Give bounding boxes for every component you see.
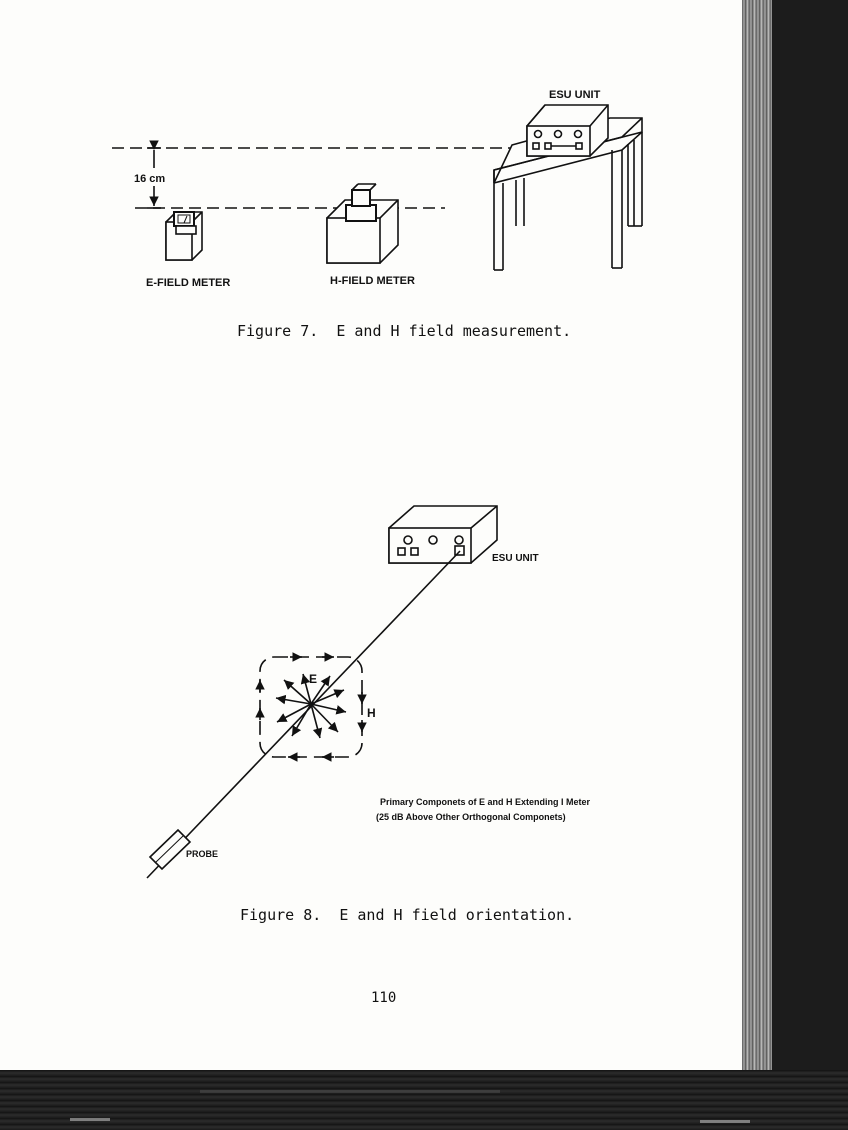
page-number: 110	[371, 990, 397, 1006]
scan-bottom-band	[0, 1070, 848, 1130]
probe-label: PROBE	[186, 849, 218, 859]
h-field-meter-label: H-FIELD METER	[330, 275, 415, 287]
esu-unit-fig8	[388, 505, 498, 564]
fig8-esu-label: ESU UNIT	[492, 553, 539, 564]
fig7-esu-label: ESU UNIT	[549, 89, 601, 101]
h-field-meter-drawing	[326, 183, 399, 264]
probe-drawing	[148, 828, 192, 871]
probe-cable	[146, 550, 461, 879]
scan-dark-margin	[772, 0, 848, 1070]
note-line-1: Primary Componets of E and H Extending I…	[380, 797, 591, 807]
figure7-diagram	[112, 104, 643, 271]
figure8-caption: Figure 8. E and H field orientation.	[240, 906, 575, 924]
e-field-meter-label: E-FIELD METER	[146, 277, 230, 289]
e-field-arrows	[275, 673, 347, 739]
dimension-label: 16 cm	[134, 173, 165, 185]
figure7-caption: Figure 7. E and H field measurement.	[237, 322, 572, 340]
e-field-label: E	[309, 672, 317, 686]
h-field-label: H	[367, 706, 376, 720]
figure8-diagram	[146, 505, 498, 879]
esu-unit-fig7	[526, 104, 609, 157]
e-field-meter-drawing	[165, 211, 203, 261]
note-line-2: (25 dB Above Other Orthogonal Componets)	[376, 812, 566, 822]
h-field-loop	[259, 656, 363, 758]
